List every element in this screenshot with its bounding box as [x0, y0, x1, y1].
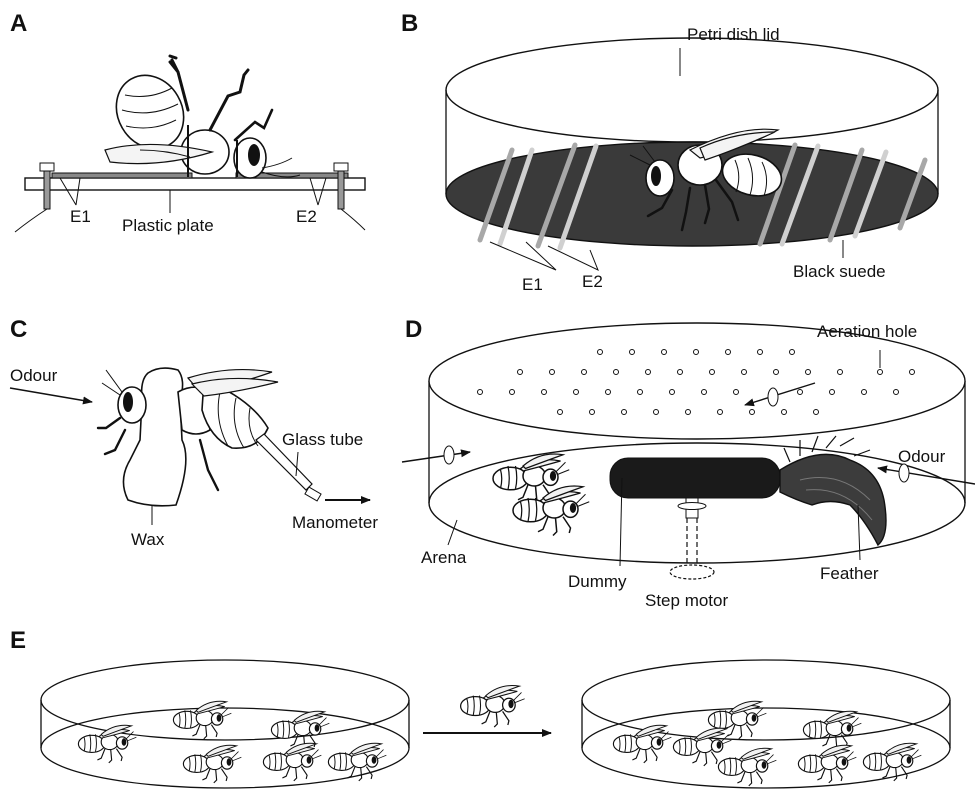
- air-inlet-left: [444, 446, 454, 464]
- label-e2-b: E2: [582, 272, 603, 291]
- panel-c: C Odour Glass tube Manometer Wax: [10, 316, 378, 549]
- petri-dish-lid: [446, 38, 938, 142]
- panel-letter-c: C: [10, 316, 27, 343]
- label-wax: Wax: [131, 530, 165, 549]
- label-odour-c: Odour: [10, 366, 58, 385]
- label-black-suede: Black suede: [793, 262, 886, 281]
- label-manometer: Manometer: [292, 513, 378, 532]
- dummy-body: [610, 458, 780, 498]
- leader-e1-b: [490, 242, 556, 270]
- label-arena: Arena: [421, 548, 467, 567]
- label-step-motor: Step motor: [645, 591, 728, 610]
- bee-icon: [103, 56, 300, 178]
- bee-icon: [461, 686, 525, 728]
- air-inlet-right: [899, 464, 909, 482]
- panel-d: D: [402, 316, 975, 610]
- screw-left: [40, 163, 54, 171]
- arrow-icon: [10, 388, 92, 402]
- panel-letter-b: B: [401, 10, 418, 37]
- label-e1-b: E1: [522, 275, 543, 294]
- panel-a: A E1 Plasti: [10, 10, 365, 235]
- panel-e: E: [10, 627, 950, 788]
- screw-right: [334, 163, 348, 171]
- label-e2: E2: [296, 207, 317, 226]
- panel-letter-a: A: [10, 10, 27, 37]
- shaft-hole: [678, 503, 706, 510]
- label-e1: E1: [70, 207, 91, 226]
- panel-letter-d: D: [405, 316, 422, 343]
- label-glass-tube: Glass tube: [282, 430, 363, 449]
- leader-e2-b: [548, 246, 598, 270]
- wire-right: [341, 209, 365, 230]
- label-plastic-plate: Plastic plate: [122, 216, 214, 235]
- panel-letter-e: E: [10, 627, 26, 654]
- plastic-plate-shape: [25, 178, 365, 190]
- label-odour-d: Odour: [898, 447, 946, 466]
- screw-right-shaft: [338, 171, 344, 209]
- wire-left: [15, 209, 47, 232]
- label-aeration-hole: Aeration hole: [817, 322, 917, 341]
- electrode-e1-strip: [52, 173, 192, 178]
- label-feather: Feather: [820, 564, 879, 583]
- arrow-icon: [402, 452, 470, 462]
- air-inlet-top: [768, 388, 778, 406]
- screw-left-shaft: [44, 171, 50, 209]
- panel-b: B: [401, 10, 938, 294]
- rotation-indicator: [670, 565, 714, 579]
- label-dummy: Dummy: [568, 572, 627, 591]
- label-petri-dish-lid: Petri dish lid: [687, 25, 780, 44]
